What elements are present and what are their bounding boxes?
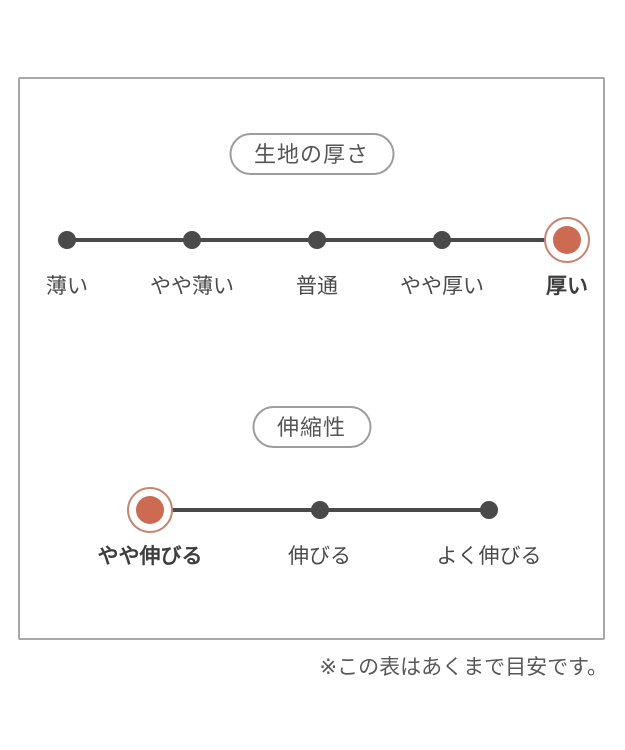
level-dot (308, 231, 326, 249)
level-dot (183, 231, 201, 249)
level-label: よく伸びる (436, 545, 542, 568)
selected-level-dot (136, 496, 164, 524)
level-label: やや厚い (400, 275, 484, 298)
level-dot (58, 231, 76, 249)
level-dot (433, 231, 451, 249)
level-label: やや薄い (150, 275, 234, 298)
selected-level-dot (553, 226, 581, 254)
thickness-section-title: 生地の厚さ (228, 133, 395, 175)
spec-chart-panel: 生地の厚さ 薄い やや薄い 普通 やや厚い 厚い 伸縮性 やや伸びる 伸びる よく伸びる (18, 77, 605, 640)
level-label: 伸びる (288, 545, 351, 568)
stretch-title-text: 伸縮性 (276, 415, 347, 440)
level-label: 薄い (46, 275, 88, 298)
level-label: 普通 (296, 275, 338, 298)
selected-level-marker (127, 487, 173, 533)
thickness-title-text: 生地の厚さ (253, 142, 370, 167)
selected-level-marker (544, 217, 590, 263)
level-label: やや伸びる (97, 545, 203, 568)
level-dot (480, 501, 498, 519)
stretch-section-title: 伸縮性 (251, 406, 372, 448)
level-label: 厚い (546, 275, 588, 298)
disclaimer-note: ※この表はあくまで目安です。 (319, 656, 609, 679)
level-dot (310, 501, 329, 519)
